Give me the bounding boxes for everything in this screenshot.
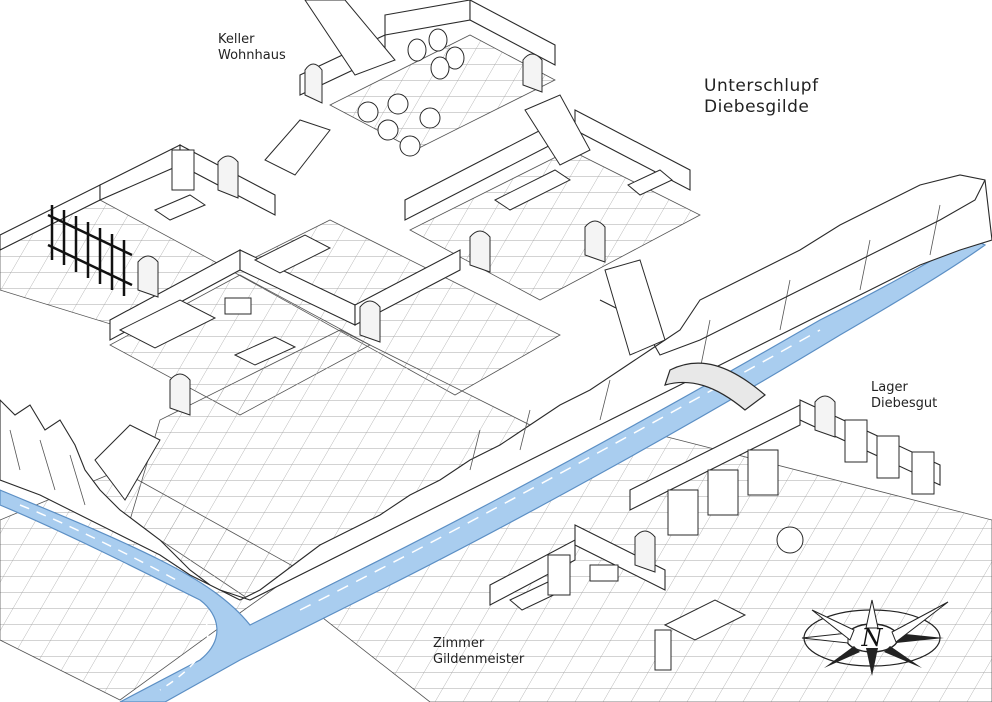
room-label-lager-line2: Diebesgut — [871, 396, 938, 412]
room-label-lager-line1: Lager — [871, 380, 908, 395]
room-label-keller: Keller Wohnhaus — [218, 32, 286, 65]
room-label-lager: Lager Diebesgut — [871, 380, 937, 413]
room-label-zimmer: Zimmer Gildenmeister — [433, 636, 524, 669]
bridge — [664, 362, 766, 411]
compass-letter: N — [861, 624, 884, 652]
props — [47, 28, 935, 671]
room-label-keller-line1: Keller — [218, 32, 255, 47]
walls — [0, 0, 941, 606]
compass-icon: N — [801, 599, 949, 676]
map-title-line2: Diebesgilde — [704, 97, 810, 118]
room-label-zimmer-line1: Zimmer — [433, 636, 485, 651]
river — [0, 237, 987, 702]
room-label-keller-line2: Wohnhaus — [218, 48, 286, 64]
cliffs — [0, 174, 992, 601]
room-label-zimmer-line2: Gildenmeister — [433, 652, 525, 668]
doors — [137, 53, 836, 573]
map-title-line1: Unterschlupf — [704, 76, 819, 96]
stairs — [94, 0, 666, 501]
map-title: Unterschlupf Diebesgilde — [704, 76, 819, 119]
